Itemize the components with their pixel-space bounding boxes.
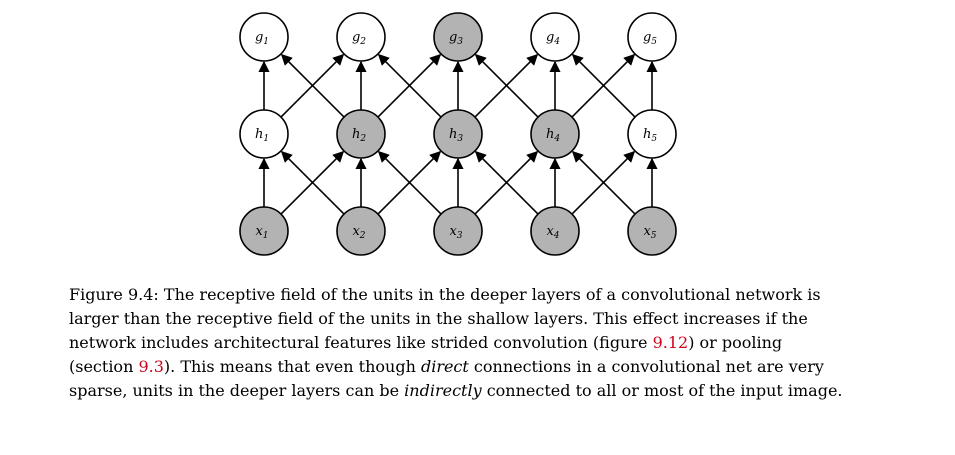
node-g4: g4: [530, 12, 580, 62]
node-h4: h4: [530, 109, 580, 159]
node-circle: [530, 109, 580, 159]
node-circle: [239, 206, 289, 256]
node-circle: [530, 12, 580, 62]
node-circle: [627, 12, 677, 62]
caption-text-3: ). This means that even though: [163, 357, 421, 376]
node-subscript: 4: [553, 134, 560, 144]
caption-text-1: The receptive field of the units in the …: [69, 285, 821, 352]
node-subscript: 3: [457, 134, 463, 144]
caption-text-5: connected to all or most of the input im…: [481, 381, 843, 400]
edge-h4-to-g3: [474, 53, 539, 118]
node-x3: x3: [433, 206, 483, 256]
caption-emphasis-indirectly: indirectly: [404, 381, 482, 400]
node-x5: x5: [627, 206, 677, 256]
node-subscript: 5: [651, 231, 657, 241]
edge-x3-to-h2: [377, 150, 442, 215]
node-subscript: 1: [263, 134, 269, 144]
node-circle: [336, 206, 386, 256]
caption-text-2: ) or pooling (section: [69, 333, 783, 376]
node-subscript: 1: [263, 231, 269, 241]
node-circle: [336, 12, 386, 62]
node-subscript: 3: [457, 231, 463, 241]
edge-x5-to-h4: [571, 150, 636, 215]
figure-caption: Figure 9.4: The receptive field of the u…: [69, 283, 849, 403]
edge-h5-to-g4: [571, 53, 636, 118]
node-g2: g2: [336, 12, 386, 62]
edge-h3-to-g2: [377, 53, 442, 118]
node-subscript: 5: [651, 37, 657, 47]
edge-x2-to-h1: [280, 150, 345, 215]
caption-emphasis-direct: direct: [420, 357, 469, 376]
section-ref-link[interactable]: 9.3: [138, 357, 164, 376]
node-subscript: 2: [359, 134, 366, 144]
node-circle: [433, 206, 483, 256]
node-circle: [336, 109, 386, 159]
node-g3: g3: [433, 12, 483, 62]
node-g5: g5: [627, 12, 677, 62]
node-circle: [627, 206, 677, 256]
node-h5: h5: [627, 109, 677, 159]
caption-text-4: connections in a convolutional net are v…: [69, 357, 824, 400]
node-circle: [530, 206, 580, 256]
node-x2: x2: [336, 206, 386, 256]
receptive-field-diagram: g1 g2 g3 g4 g5 h1 h2 h3 h4 h5 x1 x2 x3 x4 x5: [239, 12, 677, 256]
node-subscript: 2: [359, 231, 366, 241]
node-subscript: 5: [651, 134, 657, 144]
node-x1: x1: [239, 206, 289, 256]
edge-h2-to-g1: [280, 53, 345, 118]
figure-ref-link[interactable]: 9.12: [652, 333, 689, 352]
node-g1: g1: [239, 12, 289, 62]
node-subscript: 4: [553, 37, 560, 47]
edge-x4-to-h3: [474, 150, 539, 215]
node-circle: [239, 12, 289, 62]
node-circle: [433, 109, 483, 159]
node-x4: x4: [530, 206, 580, 256]
node-circle: [433, 12, 483, 62]
node-subscript: 1: [263, 37, 269, 47]
node-circle: [627, 109, 677, 159]
node-h3: h3: [433, 109, 483, 159]
node-subscript: 2: [359, 37, 366, 47]
node-subscript: 4: [553, 231, 560, 241]
node-h1: h1: [239, 109, 289, 159]
node-subscript: 3: [457, 37, 463, 47]
caption-label: Figure 9.4:: [69, 285, 159, 304]
node-circle: [239, 109, 289, 159]
node-h2: h2: [336, 109, 386, 159]
